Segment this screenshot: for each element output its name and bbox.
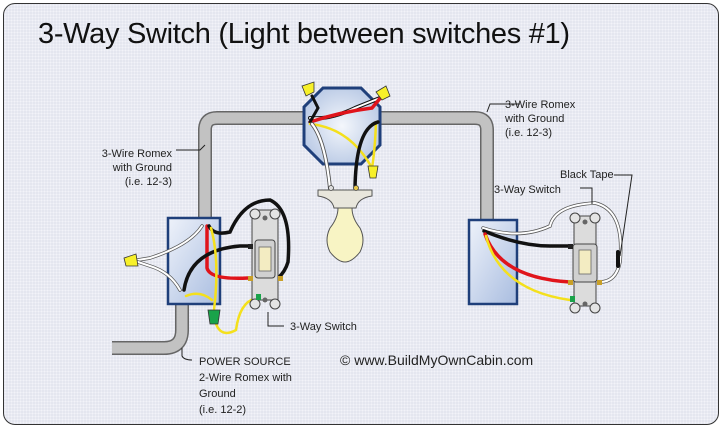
right-3way-switch — [568, 212, 602, 314]
wire-nut-yellow — [375, 85, 391, 101]
left-cable-label: 3-Wire Romex with Ground (i.e. 12-3) — [101, 148, 172, 188]
black-tape-label: Black Tape — [560, 169, 614, 181]
light-bulb — [326, 207, 364, 263]
right-switch-wires — [481, 201, 623, 302]
power-source-label: POWER SOURCE 2-Wire Romex with Ground (i… — [199, 356, 292, 416]
light-fixture — [317, 185, 373, 263]
right-switch-label: 3-Way Switch — [494, 184, 561, 196]
cable-power-source — [112, 290, 189, 355]
wire-nut-yellow — [301, 81, 315, 97]
ceiling-wires — [308, 94, 384, 190]
wire-nut-yellow — [123, 253, 139, 267]
left-switch-wires — [136, 198, 291, 335]
left-switch-label: 3-Way Switch — [290, 321, 357, 333]
right-cable-label: 3-Wire Romex with Ground (i.e. 12-3) — [505, 99, 576, 139]
copyright-text: © www.BuildMyOwnCabin.com — [340, 352, 534, 368]
leader-lines — [176, 103, 633, 361]
wire-nut-yellow — [367, 165, 379, 179]
diagram-title: 3-Way Switch (Light between switches #1) — [38, 18, 570, 50]
ceiling-wire-nuts — [301, 81, 391, 179]
wire-nut-green — [207, 309, 221, 325]
left-3way-switch — [248, 208, 283, 310]
